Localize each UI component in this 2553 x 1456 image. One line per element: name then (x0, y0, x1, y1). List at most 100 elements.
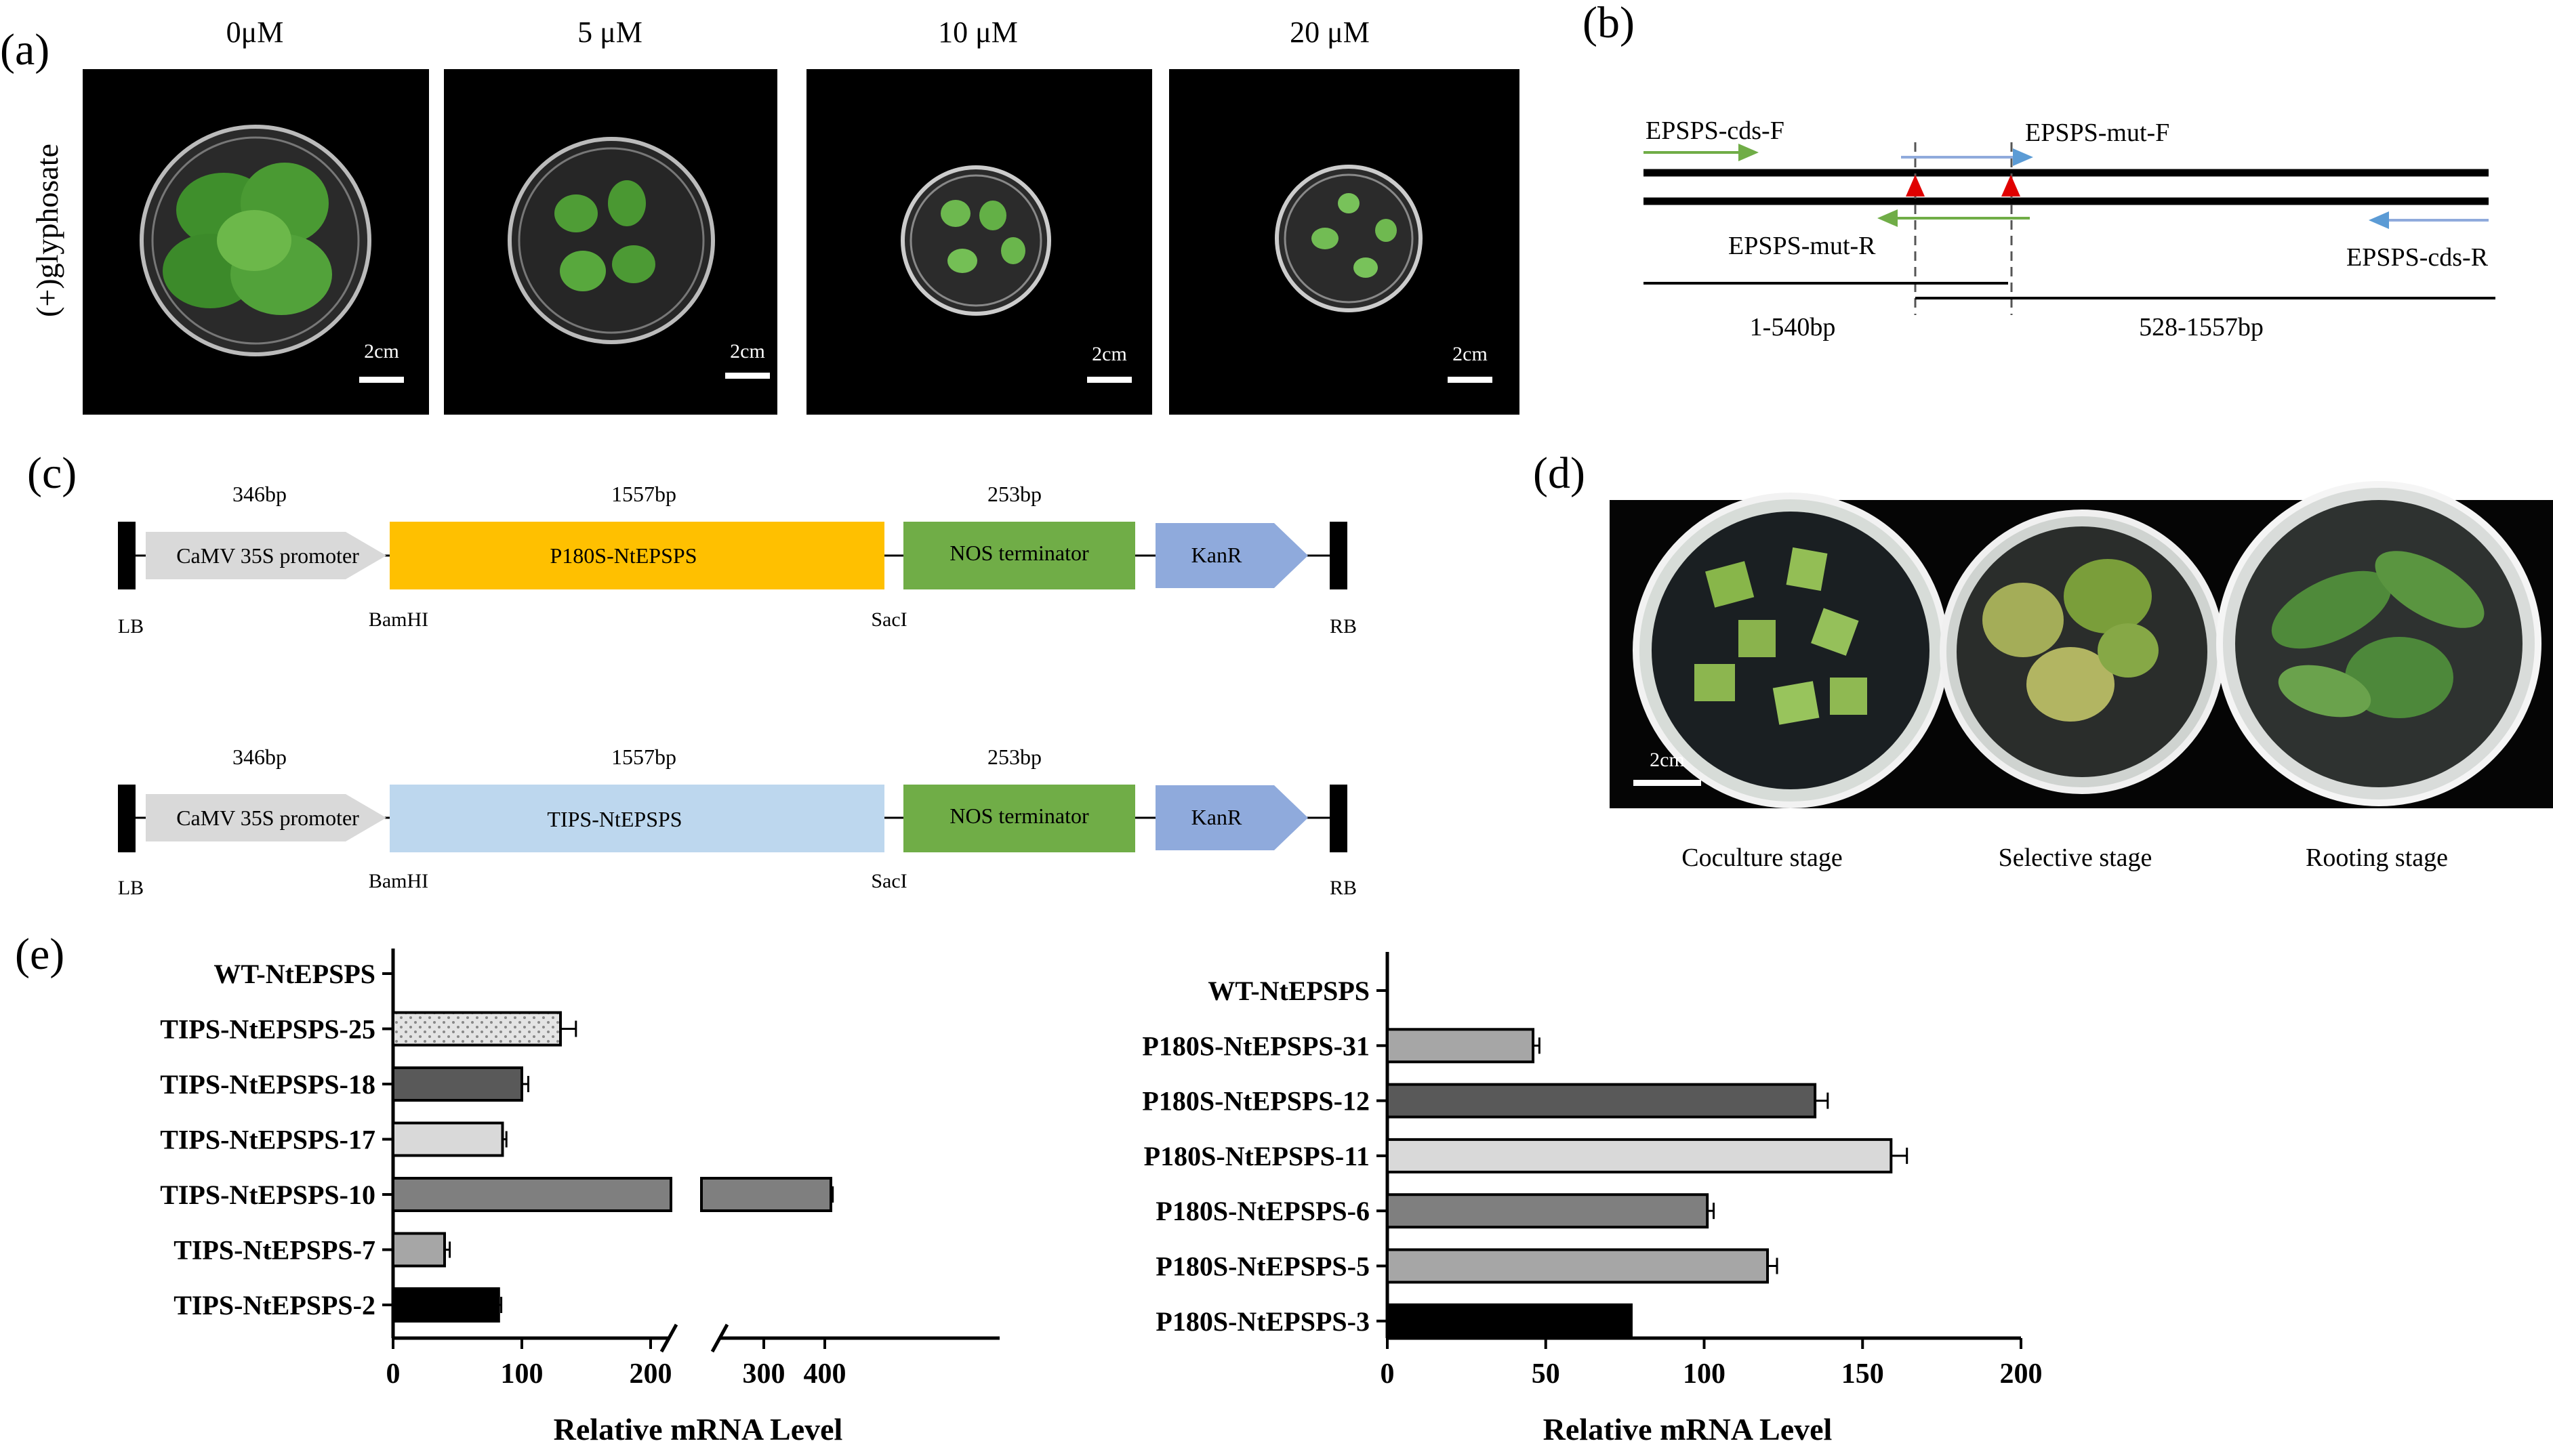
p180s-category-label-3: P180S-NtEPSPS-11 (1144, 1141, 1370, 1171)
primer-mut-f-label: EPSPS-mut-F (2025, 119, 2169, 147)
promoter-label: CaMV 35S promoter (176, 543, 359, 568)
tips-axis-break-2 (710, 1323, 729, 1353)
gene-label: TIPS-NtEPSPS (547, 807, 682, 831)
promoter-arrow (146, 532, 386, 579)
panel-b: EPSPS-cds-F EPSPS-mut-F EPSPS-mut-R EPSP… (1643, 117, 2495, 341)
size-label-promoter: 346bp (232, 745, 287, 769)
site-bamhi: BamHI (369, 608, 428, 631)
site-saci: SacI (871, 870, 907, 892)
tips-bar-4 (392, 1177, 672, 1212)
tips-bar-5 (392, 1232, 446, 1268)
tips-xtick-label-1: 100 (501, 1358, 544, 1390)
p180s-bar-1 (1386, 1028, 1535, 1064)
site-bamhi: BamHI (369, 870, 428, 892)
tips-bar-4-cont (700, 1177, 832, 1212)
construct-tips: 346bp 1557bp 253bp CaMV 35S promoter TIP… (118, 745, 1357, 899)
tips-category-label-0: WT-NtEPSPS (213, 959, 375, 989)
construct-p180s: 346bp 1557bp 253bp CaMV 35S promoter P18… (118, 482, 1357, 638)
dish-photo-5uM (444, 69, 777, 415)
tips-xtick-label-2: 200 (630, 1358, 672, 1390)
size-label-gene: 1557bp (611, 482, 676, 506)
stage-label-selective: Selective stage (1999, 844, 2152, 872)
kanr-label: KanR (1191, 805, 1242, 829)
p180s-bar-4 (1386, 1193, 1709, 1229)
size-label-gene: 1557bp (611, 745, 676, 769)
p180s-category-label-4: P180S-NtEPSPS-6 (1156, 1196, 1370, 1226)
p180s-bar-2 (1386, 1083, 1817, 1119)
p180s-bar-5 (1386, 1248, 1769, 1284)
mutation-site-icon-2 (2001, 175, 2020, 196)
gene-label: P180S-NtEPSPS (550, 543, 697, 568)
p180s-bar-6 (1386, 1303, 1633, 1339)
stage-label-rooting: Rooting stage (2306, 844, 2448, 872)
fragment-label-1: 1-540bp (1750, 313, 1836, 341)
lb-border (118, 522, 136, 589)
terminator-label: NOS terminator (949, 541, 1089, 565)
conc-label-5: 5 μM (577, 16, 642, 49)
tips-category-label-6: TIPS-NtEPSPS-2 (173, 1290, 375, 1320)
p180s-xtick-label-3: 150 (1841, 1358, 1884, 1390)
tips-category-label-2: TIPS-NtEPSPS-18 (160, 1069, 375, 1100)
p180s-category-label-2: P180S-NtEPSPS-12 (1142, 1086, 1370, 1117)
panel-label-c: (c) (27, 449, 77, 498)
tips-bar-1 (392, 1011, 562, 1047)
p180s-category-label-0: WT-NtEPSPS (1208, 976, 1370, 1006)
row-label-glyphosate: (+)glyphosate (30, 144, 64, 317)
tips-bar-3 (392, 1121, 504, 1157)
site-rb: RB (1330, 615, 1357, 638)
tips-bar-2 (392, 1066, 523, 1102)
site-lb: LB (118, 877, 144, 899)
scale-label-20: 2cm (1452, 343, 1488, 365)
site-saci: SacI (871, 608, 907, 631)
panel-c: 346bp 1557bp 253bp CaMV 35S promoter P18… (118, 482, 1357, 899)
site-lb: LB (118, 615, 144, 638)
tips-category-label-3: TIPS-NtEPSPS-17 (160, 1125, 375, 1155)
size-label-terminator: 253bp (987, 745, 1042, 769)
rb-border (1330, 785, 1347, 852)
p180s-category-label-1: P180S-NtEPSPS-31 (1142, 1031, 1370, 1061)
primer-cds-f-label: EPSPS-cds-F (1646, 117, 1784, 145)
scale-label-10: 2cm (1092, 343, 1127, 365)
tips-category-label-5: TIPS-NtEPSPS-7 (173, 1235, 375, 1266)
scale-bar-d (1633, 780, 1701, 786)
p180s-xtick-label-0: 0 (1381, 1358, 1395, 1390)
tips-category-label-1: TIPS-NtEPSPS-25 (160, 1014, 375, 1045)
mutation-site-icon-1 (1906, 175, 1925, 196)
scale-bar-5 (725, 373, 770, 379)
conc-label-10: 10 μM (938, 16, 1018, 49)
conc-label-20: 20 μM (1290, 16, 1370, 49)
fragment-label-2: 528-1557bp (2139, 313, 2264, 341)
kanr-arrow (1156, 785, 1308, 850)
dish-photo-0uM (83, 69, 429, 415)
terminator-box (903, 785, 1135, 852)
size-label-promoter: 346bp (232, 482, 287, 506)
scale-label-0: 2cm (364, 340, 399, 362)
tips-bar-6 (392, 1287, 500, 1323)
kanr-label: KanR (1191, 543, 1242, 567)
site-rb: RB (1330, 877, 1357, 899)
scale-bar-10 (1087, 377, 1132, 383)
panel-label-a: (a) (0, 25, 49, 75)
promoter-arrow (146, 794, 386, 841)
tips-axis-break-1 (659, 1323, 678, 1353)
panel-label-d: (d) (1533, 449, 1585, 498)
panel-label-e: (e) (15, 930, 64, 979)
tips-xtick-label-3: 300 (743, 1358, 785, 1390)
tips-xtick-label-4: 400 (804, 1358, 846, 1390)
dish-photo-10uM (806, 69, 1152, 415)
terminator-box (903, 522, 1135, 589)
kanr-arrow (1156, 523, 1308, 588)
conc-label-0: 0μM (226, 16, 284, 49)
tips-category-label-4: TIPS-NtEPSPS-10 (160, 1180, 375, 1210)
terminator-label: NOS terminator (949, 804, 1089, 828)
p180s-xtick-label-1: 50 (1532, 1358, 1560, 1390)
p180s-bar-3 (1386, 1138, 1893, 1173)
p180s-category-label-6: P180S-NtEPSPS-3 (1156, 1306, 1370, 1337)
primer-cds-r-label: EPSPS-cds-R (2346, 243, 2489, 272)
scale-label-5: 2cm (730, 340, 765, 362)
p180s-xtick-label-4: 200 (2000, 1358, 2043, 1390)
panel-d: 2cm Coculture stage Selective stage Root… (1610, 481, 2553, 872)
